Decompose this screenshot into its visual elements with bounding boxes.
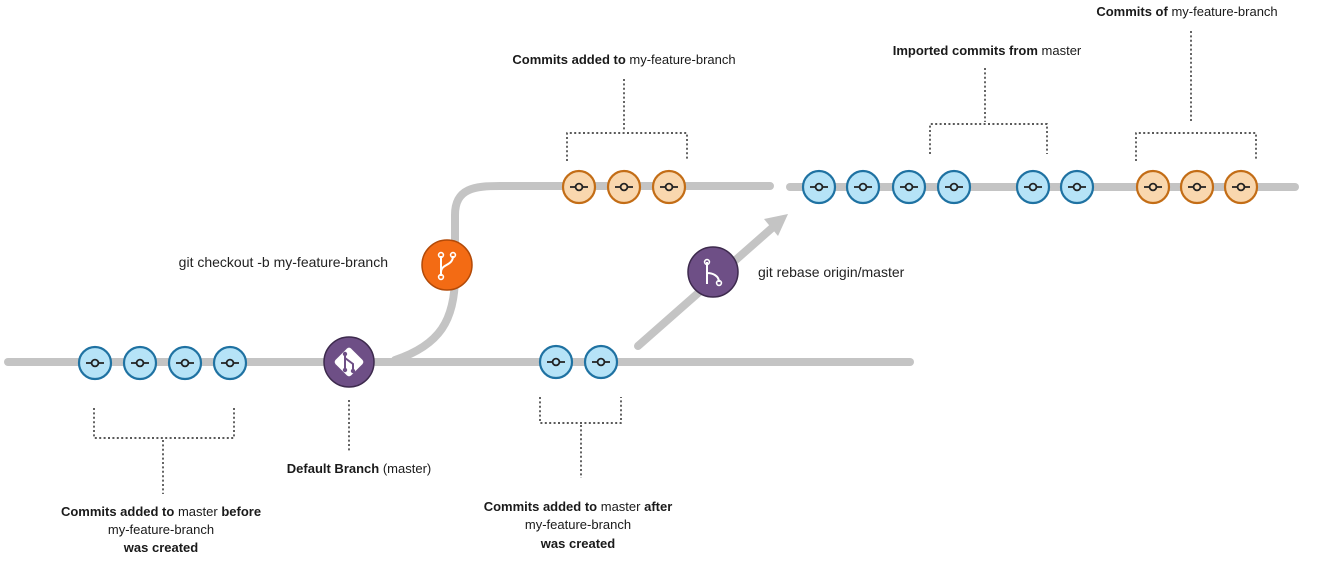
bracket-imported <box>929 68 1048 154</box>
label-master-after-line3: was created <box>540 536 615 551</box>
commit-icon <box>845 169 881 205</box>
bracket-master-before <box>93 408 235 494</box>
label-feature-added: Commits added to my-feature-branch <box>512 52 735 67</box>
commit-icon <box>538 344 574 380</box>
label-imported-commits: Imported commits from master <box>893 43 1082 58</box>
bracket-feature-added <box>566 79 688 161</box>
label-master-before-line3: was created <box>123 540 198 555</box>
commit-icon <box>122 345 158 381</box>
branch-icon <box>421 239 473 291</box>
imported-commits-group <box>801 169 1095 205</box>
rebased-feature-commits-group <box>1135 169 1259 205</box>
commit-icon <box>1015 169 1051 205</box>
commit-icon <box>651 169 687 205</box>
label-master-after-line2: my-feature-branch <box>525 517 631 532</box>
commit-icon <box>1223 169 1259 205</box>
label-master-before-line1: Commits added to master before <box>61 504 261 519</box>
master-commits-after-group <box>538 344 619 380</box>
commit-icon <box>77 345 113 381</box>
commit-icon <box>891 169 927 205</box>
commit-icon <box>1179 169 1215 205</box>
commit-icon <box>1135 169 1171 205</box>
commit-icon <box>167 345 203 381</box>
commit-icon <box>1059 169 1095 205</box>
commit-icon <box>212 345 248 381</box>
bracket-master-after <box>539 397 622 478</box>
rebase-icon <box>687 246 739 298</box>
commit-icon <box>936 169 972 205</box>
label-default-branch: Default Branch (master) <box>287 461 431 476</box>
commit-icon <box>801 169 837 205</box>
bracket-commits-of <box>1135 31 1257 161</box>
git-logo-icon <box>323 336 375 388</box>
label-master-after-line1: Commits added to master after <box>484 499 673 514</box>
feature-commits-group <box>561 169 687 205</box>
label-master-before-line2: my-feature-branch <box>108 522 214 537</box>
command-rebase: git rebase origin/master <box>758 264 905 280</box>
commit-icon <box>606 169 642 205</box>
label-commits-of: Commits of my-feature-branch <box>1096 4 1277 19</box>
commit-icon <box>583 344 619 380</box>
command-checkout: git checkout -b my-feature-branch <box>179 254 388 270</box>
commit-icon <box>561 169 597 205</box>
master-commits-before-group <box>77 345 248 381</box>
